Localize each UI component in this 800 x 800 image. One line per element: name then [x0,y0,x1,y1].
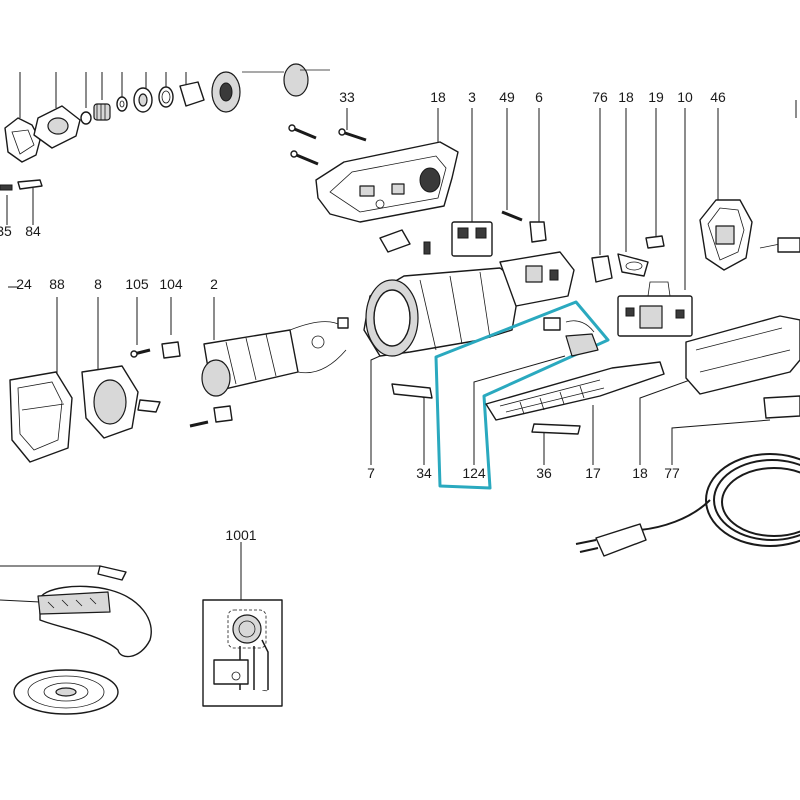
part-label-8: 8 [94,276,102,292]
part-label-46: 46 [710,89,726,105]
part-label-76: 76 [592,89,608,105]
part-label-2: 2 [210,276,218,292]
wiring-diagram-box: ~ [202,599,283,707]
part-label-77: 77 [664,465,680,481]
fan-guide [81,365,161,439]
switch-parts [379,210,547,257]
brush-parts [130,341,181,359]
pinion-gear [93,103,111,121]
part-label-17: 17 [585,465,601,481]
wheel-guard [37,565,152,658]
power-cord [575,453,800,557]
svg-text:~: ~ [262,686,268,697]
part-label-35: 35 [0,223,12,239]
part-label-24: 24 [16,276,32,292]
grinding-disc [13,669,119,715]
motor-housing [363,251,575,357]
part-label-33: 33 [339,89,355,105]
part-label-7: 7 [367,465,375,481]
label-sheet-36 [531,423,581,435]
label-sheet-77 [763,395,800,419]
part-label-6: 6 [535,89,543,105]
part-label-49: 49 [499,89,515,105]
gear-train-parts [4,63,330,163]
part-label-18: 18 [618,89,634,105]
part-label-105: 105 [125,276,149,292]
small-clips [591,235,665,283]
part-label-124: 124 [462,465,486,481]
part-label-19: 19 [648,89,664,105]
part-label-18: 18 [632,465,648,481]
part-label-3: 3 [468,89,476,105]
part-label-34: 34 [416,465,432,481]
housing-half-top [315,141,459,223]
part-label-36: 36 [536,465,552,481]
housing-cover [685,315,800,395]
leader-lines [0,72,771,603]
part-label-104: 104 [159,276,183,292]
part-label-18: 18 [430,89,446,105]
switch-module [617,281,693,337]
part-label-84: 84 [25,223,41,239]
rear-cap [699,199,800,271]
part-label-10: 10 [677,89,693,105]
ring-88 [9,371,73,463]
highlighted-part-124 [434,300,610,490]
motor-stator [189,317,349,428]
part-label-88: 88 [49,276,65,292]
label-sheet-34 [391,383,433,399]
part-label-1001: 1001 [225,527,256,543]
screws [288,124,367,166]
handle-17 [485,361,665,421]
small-pins [0,179,43,191]
highlight-outline [434,300,610,490]
